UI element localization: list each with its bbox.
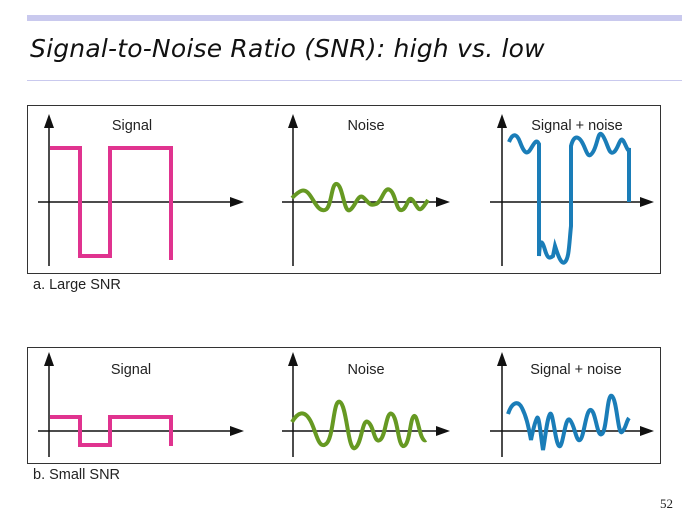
large-snr-noise-plot: Noise bbox=[282, 114, 450, 266]
small-snr-signal-waveform bbox=[50, 415, 173, 447]
page-number: 52 bbox=[660, 496, 673, 511]
caption-small-snr: b. Small SNR bbox=[33, 467, 121, 483]
large-snr-signal-waveform bbox=[50, 146, 173, 260]
large-snr-sum-plot: Signal + noise bbox=[490, 114, 654, 266]
small-snr-noise-plot: Noise bbox=[282, 352, 450, 457]
small-snr-sum-label: Signal + noise bbox=[530, 362, 622, 378]
large-snr-noise-label: Noise bbox=[347, 118, 384, 134]
small-snr-noise-waveform bbox=[290, 399, 428, 451]
panel-large-snr: Signal Noise Signal + noise bbox=[27, 105, 661, 274]
caption-large-snr: a. Large SNR bbox=[33, 277, 121, 293]
title-accent-bar bbox=[27, 15, 682, 21]
large-snr-noise-waveform bbox=[290, 182, 430, 213]
small-snr-figure: Signal Noise Signal + noise bbox=[38, 352, 654, 457]
panel-small-snr: Signal Noise Signal + noise bbox=[27, 347, 661, 464]
small-snr-signal-axes bbox=[38, 352, 244, 457]
small-snr-signal-label: Signal bbox=[111, 362, 151, 378]
small-snr-sum-plot: Signal + noise bbox=[490, 352, 654, 457]
large-snr-figure: Signal Noise Signal + noise bbox=[38, 114, 654, 266]
small-snr-noise-label: Noise bbox=[347, 362, 384, 378]
large-snr-signal-axes bbox=[38, 114, 244, 266]
small-snr-signal-plot: Signal bbox=[38, 352, 244, 457]
large-snr-sum-waveform bbox=[507, 132, 631, 265]
large-snr-sum-label: Signal + noise bbox=[531, 118, 623, 134]
title-underline bbox=[27, 80, 682, 81]
large-snr-signal-label: Signal bbox=[112, 118, 152, 134]
large-snr-sum-axes bbox=[490, 114, 654, 266]
small-snr-sum-waveform bbox=[506, 393, 631, 451]
slide-title: Signal-to-Noise Ratio (SNR): high vs. lo… bbox=[30, 34, 545, 63]
large-snr-signal-plot: Signal bbox=[38, 114, 244, 266]
